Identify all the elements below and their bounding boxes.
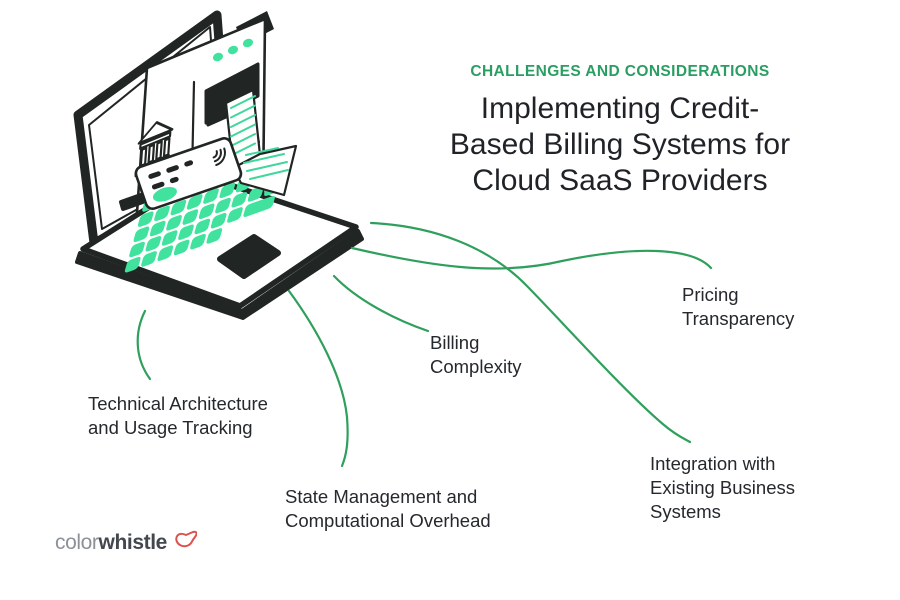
callout-line: State Management and [285, 486, 478, 507]
card-thumb-mark [152, 186, 177, 202]
callout-line: Integration with [650, 453, 776, 474]
callout-technical-architecture: Technical Architecture and Usage Trackin… [88, 392, 268, 440]
callout-state-management: State Management and Computational Overh… [285, 485, 491, 533]
callout-line: Computational Overhead [285, 510, 491, 531]
callout-line: and Usage Tracking [88, 417, 253, 438]
connector-technical-architecture [136, 309, 152, 381]
callout-integration: Integration with Existing Business Syste… [650, 452, 795, 524]
header: CHALLENGES AND CONSIDERATIONS Implementi… [420, 63, 820, 199]
callout-line: Technical Architecture [88, 393, 268, 414]
window-header-block [204, 62, 260, 125]
callout-line: Transparency [682, 308, 795, 329]
logo-text-color: color [55, 531, 99, 554]
logo-text-whistle: whistle [98, 531, 168, 554]
contactless-icon [212, 147, 226, 167]
title-line-2: Based Billing Systems for [449, 128, 791, 161]
trackpad [217, 234, 281, 279]
laptop-billing-illustration [73, 10, 364, 320]
credit-card [134, 137, 243, 211]
callout-line: Billing [430, 332, 480, 353]
callout-line: Existing Business [650, 477, 795, 498]
colorwhistle-logo: colorwhistle [55, 530, 197, 555]
callout-line: Complexity [430, 356, 522, 377]
receipt [224, 88, 298, 197]
section-kicker: CHALLENGES AND CONSIDERATIONS [470, 63, 770, 80]
callout-line: Systems [650, 501, 721, 522]
window-dots-icon [212, 38, 254, 62]
connector-integration [369, 221, 692, 444]
whistle-icon [175, 530, 197, 548]
connector-pricing-transparency [350, 246, 713, 270]
callout-billing-complexity: Billing Complexity [430, 331, 522, 379]
callout-pricing-transparency: Pricing Transparency [682, 283, 794, 331]
callout-line: Pricing [682, 284, 739, 305]
title-line-1: Implementing Credit- [480, 92, 760, 125]
page-title: Implementing Credit- Based Billing Syste… [420, 91, 820, 199]
title-line-3: Cloud SaaS Providers [472, 164, 768, 197]
